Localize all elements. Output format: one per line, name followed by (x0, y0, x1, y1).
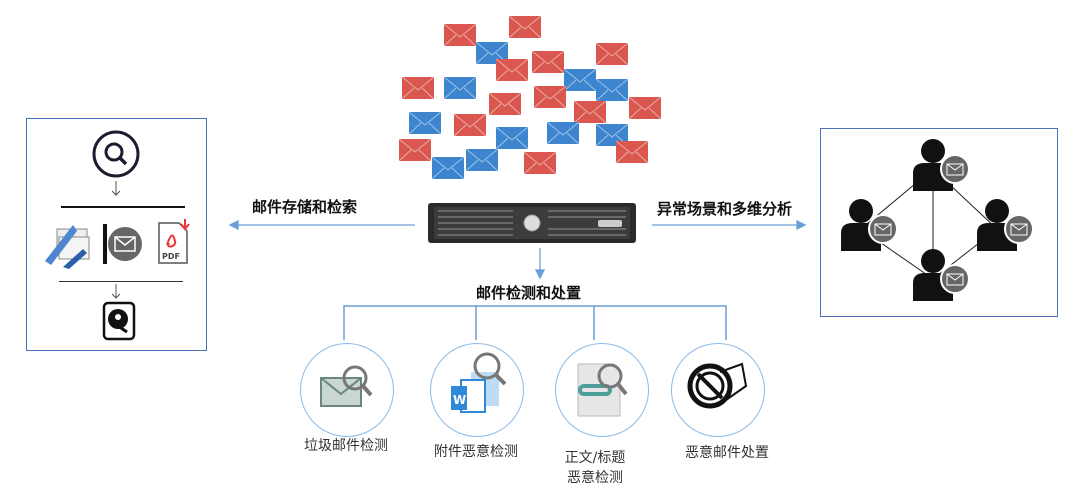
svg-text:PDF: PDF (162, 252, 180, 261)
arrow-down-icon (111, 284, 121, 299)
user-with-mail-icon (977, 199, 1034, 251)
pdf-file-icon: PDF (158, 219, 190, 264)
attachment-detection-module: W (430, 343, 524, 437)
detection-label: 邮件检测和处置 (476, 284, 582, 302)
storage-label: 邮件存储和检索 (252, 198, 358, 216)
envelope-icon (465, 148, 499, 172)
envelope-icon (531, 50, 565, 74)
envelope-icon (628, 96, 662, 120)
envelope-icon (443, 76, 477, 100)
envelope-icon (595, 123, 629, 147)
envelope-icon (495, 126, 529, 150)
spam-detection-module (300, 343, 394, 437)
envelope-icon (595, 78, 629, 102)
envelope-icon (475, 41, 509, 65)
envelope-icon (488, 92, 522, 116)
arrow-down-icon (111, 181, 121, 196)
module-label: 正文/标题 (564, 450, 626, 466)
envelope-icon (523, 151, 557, 175)
analysis-label: 异常场景和多维分析 (657, 200, 793, 218)
user-with-mail-icon (913, 139, 970, 191)
envelope-icon (431, 156, 465, 180)
malicious-mail-handling-module (671, 343, 765, 437)
envelope-icon (533, 85, 567, 109)
envelope-icon (508, 15, 542, 39)
user-network (841, 139, 1034, 301)
email-cloud (398, 15, 662, 180)
word-document-magnifier-icon: W (451, 352, 507, 413)
module-label: 附件恶意检测 (434, 444, 518, 460)
search-icon (92, 130, 140, 178)
module-connector-lines (343, 305, 727, 340)
envelope-icon (408, 111, 442, 135)
storage-panel: PDF (26, 118, 207, 351)
mail-transfer-icon (45, 225, 90, 269)
analysis-panel (820, 128, 1058, 317)
envelope-icon (546, 121, 580, 145)
module-label-line2: 恶意检测 (567, 470, 623, 486)
envelope-icon (443, 23, 477, 47)
envelope-icon (595, 42, 629, 66)
envelope-icon (401, 76, 435, 100)
user-with-mail-icon (841, 199, 898, 251)
blocked-bug-shield-icon (687, 362, 748, 409)
module-label: 恶意邮件处置 (685, 445, 769, 461)
body-title-detection-module (555, 343, 649, 437)
envelope-circle-icon (103, 224, 142, 264)
server-icon (428, 203, 636, 243)
user-with-mail-icon (913, 249, 970, 301)
module-label: 垃圾邮件检测 (304, 438, 388, 454)
envelope-icon (615, 140, 649, 164)
link-document-magnifier-icon (577, 363, 628, 417)
envelope-icon (563, 68, 597, 92)
hard-drive-icon (102, 301, 136, 341)
envelope-icon (573, 100, 607, 124)
divider (61, 206, 185, 208)
envelope-magnifier-icon (320, 365, 373, 407)
envelope-icon (495, 58, 529, 82)
envelope-icon (453, 113, 487, 137)
envelope-icon (398, 138, 432, 162)
divider (59, 281, 183, 282)
svg-text:W: W (453, 393, 466, 407)
